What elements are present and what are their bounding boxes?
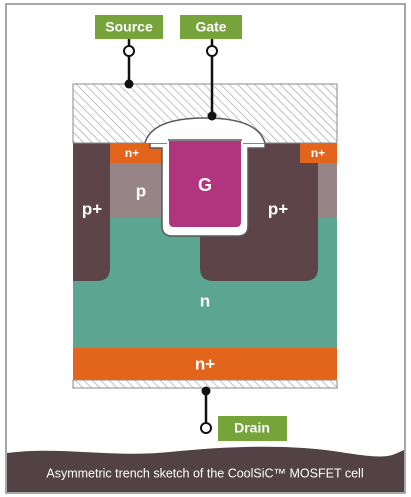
drain-contact-dot [201, 386, 211, 396]
source-contact-dot [124, 79, 134, 89]
source-label-box [95, 15, 163, 39]
p-right-edge-region [318, 163, 337, 218]
p-plus-left-region [73, 143, 110, 281]
n-plus-substrate [73, 348, 337, 380]
gate-contact-dot [207, 111, 217, 121]
gate-region-label: G [198, 175, 212, 195]
gate-terminal-circle [206, 45, 218, 57]
gate-electrode [167, 139, 243, 229]
oxide-dome [144, 117, 266, 144]
p-channel-label: p [136, 181, 146, 200]
n-plus-left-label: n+ [125, 146, 139, 160]
p-plus-right-label: p+ [268, 199, 288, 218]
drain-terminal-circle [200, 422, 212, 434]
n-plus-right-region [300, 143, 337, 163]
source-terminal-circle [123, 45, 135, 57]
p-channel-region [110, 163, 168, 218]
caption-band [7, 446, 404, 492]
p-plus-left-label: p+ [82, 199, 102, 218]
gate-label-box [180, 15, 242, 39]
n-drift-label: n [200, 291, 210, 310]
n-plus-substrate-label: n+ [195, 354, 215, 373]
drain-label-box [218, 416, 287, 441]
drain-label: Drain [234, 420, 270, 436]
n-plus-right-label: n+ [311, 146, 325, 160]
gate-label: Gate [195, 19, 226, 35]
source-label: Source [105, 19, 153, 35]
caption-text: Asymmetric trench sketch of the CoolSiC™… [46, 466, 363, 480]
